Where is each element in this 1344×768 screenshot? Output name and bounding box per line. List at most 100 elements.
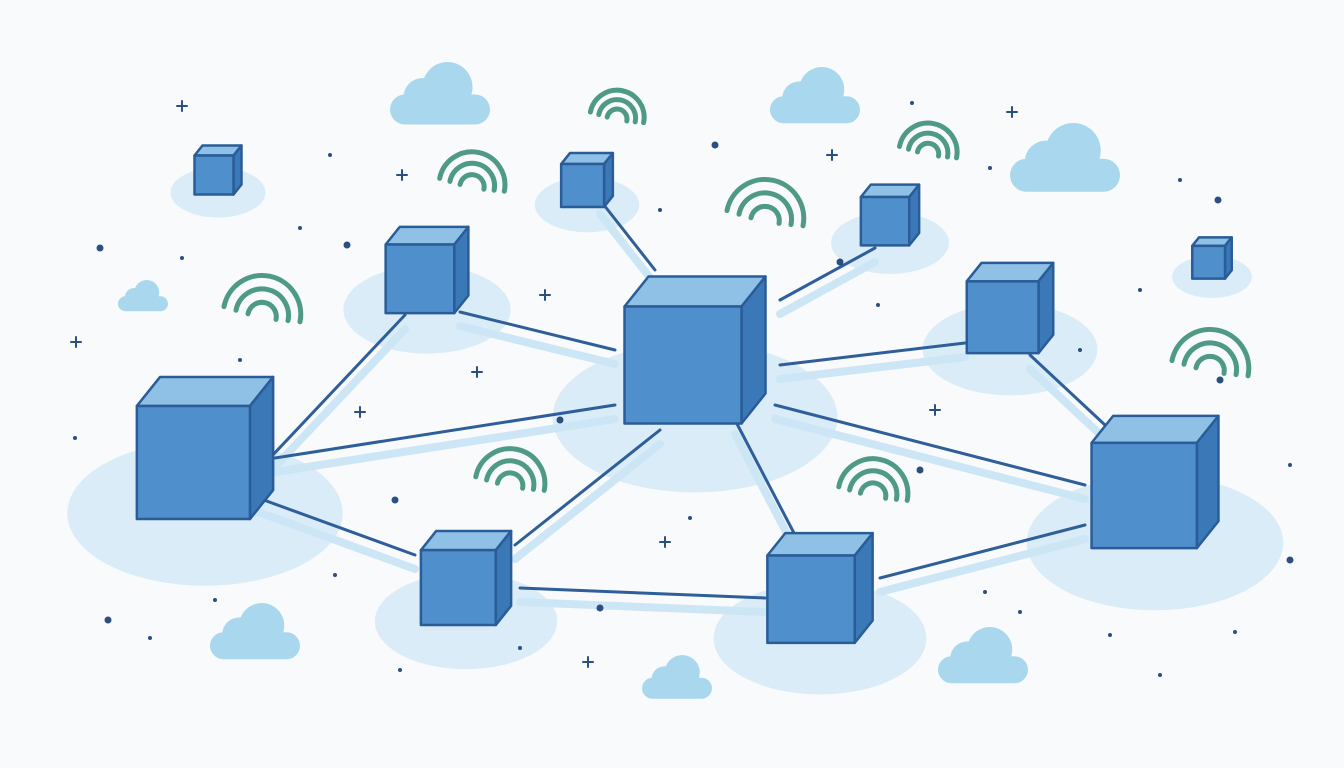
sparkle-dot xyxy=(876,303,880,307)
cube-front-face xyxy=(1191,244,1227,280)
network-link xyxy=(773,403,1087,487)
cloud-icon xyxy=(210,603,300,660)
network-cube xyxy=(193,144,243,196)
wifi-arc xyxy=(596,97,639,125)
cube-front-face xyxy=(1090,441,1199,550)
sparkle-star-icon xyxy=(471,366,483,378)
link-glow xyxy=(456,322,619,368)
wifi-signal-icon xyxy=(587,87,647,126)
sparkle-dot xyxy=(596,604,604,612)
wifi-arc xyxy=(915,140,942,159)
network-link xyxy=(733,418,797,537)
sparkle-dot xyxy=(711,141,719,149)
cloud-puff xyxy=(239,603,285,648)
wifi-arc xyxy=(736,190,794,228)
sparkle-dot xyxy=(1078,348,1082,352)
wifi-signal-icon xyxy=(437,149,508,194)
sparkle-star-icon xyxy=(582,656,594,668)
cube-side-face xyxy=(602,151,615,209)
sparkle-dot xyxy=(73,436,77,440)
link-layer xyxy=(246,198,1109,616)
sparkle-dot xyxy=(391,496,399,504)
wifi-arc xyxy=(233,286,291,324)
sparkle-dot xyxy=(1286,556,1294,564)
cloud-icon xyxy=(938,627,1028,684)
sparkle-star-icon xyxy=(929,404,941,416)
cloud-puff xyxy=(664,655,700,690)
sparkle-dot xyxy=(916,466,924,474)
link-glow xyxy=(271,415,619,476)
link-glow xyxy=(516,598,769,616)
sparkle-dot xyxy=(1138,288,1142,292)
sparkle-dot xyxy=(1288,463,1292,467)
network-cube xyxy=(766,531,874,645)
sparkle-dot xyxy=(298,226,302,230)
sparkle-dot xyxy=(556,416,564,424)
network-cube xyxy=(623,275,767,425)
cloud-layer xyxy=(118,62,1120,699)
sparkle-dot xyxy=(658,208,662,212)
link-glow xyxy=(876,535,1089,596)
cloud-puff xyxy=(1045,123,1101,178)
link-glow xyxy=(771,415,1089,503)
network-cube xyxy=(559,151,615,209)
wifi-arc xyxy=(1181,340,1239,378)
sparkle-star-icon xyxy=(70,336,82,348)
sparkle-dot xyxy=(1214,196,1222,204)
dot-layer xyxy=(70,100,1294,677)
sparkle-dot xyxy=(1108,633,1112,637)
sparkle-dot xyxy=(518,646,522,650)
sparkle-star-icon xyxy=(826,149,838,161)
wifi-arc xyxy=(245,299,279,322)
wifi-arc xyxy=(447,160,498,193)
wifi-arc xyxy=(847,468,900,502)
sparkle-dot xyxy=(343,241,351,249)
cube-front-face xyxy=(135,404,252,521)
wifi-arc xyxy=(604,106,630,124)
wifi-arc xyxy=(1169,327,1252,379)
link-glow xyxy=(1026,365,1109,443)
wifi-signal-icon xyxy=(1169,327,1252,379)
wifi-signal-icon xyxy=(836,456,911,503)
network-link xyxy=(513,428,662,547)
network-link xyxy=(518,586,767,600)
cloud-puff xyxy=(134,280,160,305)
sparkle-dot xyxy=(104,616,112,624)
sparkle-star-icon xyxy=(1006,106,1018,118)
cloud-icon xyxy=(1010,123,1120,192)
sparkle-star-icon xyxy=(354,406,366,418)
wifi-layer xyxy=(221,87,1252,503)
sparkle-dot xyxy=(1178,178,1182,182)
wifi-signal-icon xyxy=(221,273,304,325)
wifi-signal-icon xyxy=(724,177,807,229)
sparkle-dot xyxy=(328,153,332,157)
sparkle-dot xyxy=(910,101,914,105)
link-glow xyxy=(246,505,419,573)
network-link xyxy=(778,341,967,367)
wifi-arc xyxy=(724,177,807,229)
wifi-arc xyxy=(473,446,548,493)
wifi-arc xyxy=(748,203,782,226)
cube-front-face xyxy=(766,554,856,645)
cloud-puff xyxy=(799,67,845,112)
cube-side-face xyxy=(907,183,921,247)
link-glow xyxy=(266,325,409,476)
network-link xyxy=(268,313,407,460)
cube-front-face xyxy=(623,305,743,425)
cloud-icon xyxy=(390,62,490,125)
network-link xyxy=(598,198,657,272)
cube-front-face xyxy=(419,548,498,627)
sparkle-dot xyxy=(1158,673,1162,677)
network-cube xyxy=(1191,236,1233,280)
network-link xyxy=(458,310,617,352)
wifi-arc xyxy=(836,456,911,503)
wifi-signal-icon xyxy=(897,120,960,161)
cube-front-face xyxy=(384,243,456,315)
wifi-arc xyxy=(221,273,304,325)
link-glow xyxy=(731,430,799,553)
sparkle-dot xyxy=(988,166,992,170)
network-cube xyxy=(419,529,513,627)
cloud-icon xyxy=(118,280,168,312)
wifi-arc xyxy=(457,172,487,192)
